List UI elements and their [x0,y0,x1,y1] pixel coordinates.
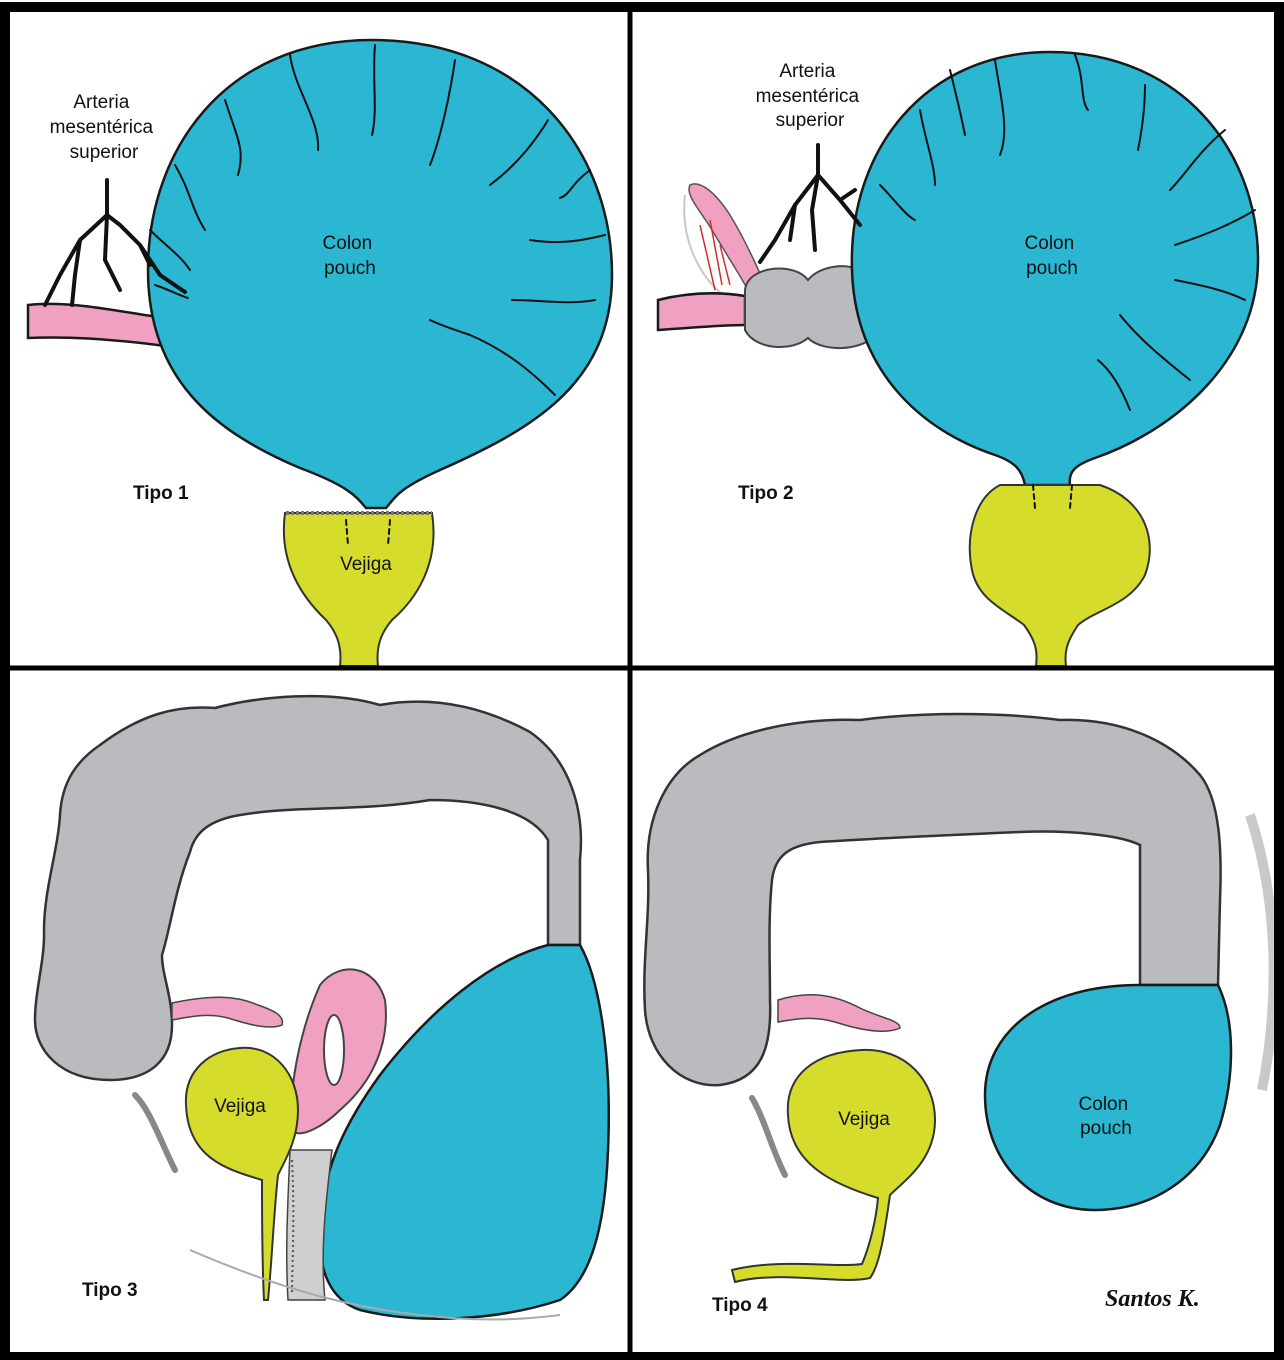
panel-tipo-1: Arteria mesentérica superior Colon pouch… [28,40,612,666]
bladder [970,485,1150,666]
ileal-loop [689,184,762,290]
bladder-label: Vejiga [340,554,392,575]
ileum-segment [658,293,745,330]
bladder-label: Vejiga [214,1096,266,1117]
bladder [284,513,434,666]
colon-pouch-label-line-1: Colon [1025,233,1075,254]
colon-pouch-label-line-2: pouch [1080,1118,1132,1139]
tipo-label: Tipo 3 [82,1280,138,1301]
artery-label-line-1: Arteria [73,92,129,113]
artery-label: Arteria mesentérica superior [756,61,865,131]
panel-tipo-2: Arteria mesentérica superior Colon pouch… [658,52,1258,666]
artist-signature: Santos K. [1105,1286,1200,1312]
panel-tipo-4: Colon pouch Vejiga Tipo 4 Santos K. [644,714,1273,1316]
bladder-label: Vejiga [838,1109,890,1130]
bladder [732,1050,935,1282]
artery-label: Arteria mesentérica superior [50,92,159,163]
colon-pouch [148,40,612,508]
artery-label-line-3: superior [776,110,845,131]
colon-pouch-label-line-2: pouch [1026,258,1078,279]
tipo-label: Tipo 1 [133,483,189,504]
artery-label-line-2: mesentérica [756,86,860,107]
ileum-segment [172,997,282,1027]
colon-pouch-label-line-1: Colon [1079,1094,1129,1115]
artery-label-line-3: superior [70,142,139,163]
panel-tipo-3: Vejiga Tipo 3 [35,696,609,1319]
tipo-label: Tipo 4 [712,1295,768,1316]
tipo-label: Tipo 2 [738,483,794,504]
artery-label-line-1: Arteria [779,61,835,82]
superior-mesenteric-artery [760,145,860,262]
colon-pouch-label-line-1: Colon [323,233,373,254]
artery-label-line-2: mesentérica [50,117,154,138]
ileum-segment [778,995,900,1032]
ileum-segment [28,304,165,346]
colon-pouch-label-line-2: pouch [324,258,376,279]
bladder [186,1048,298,1300]
